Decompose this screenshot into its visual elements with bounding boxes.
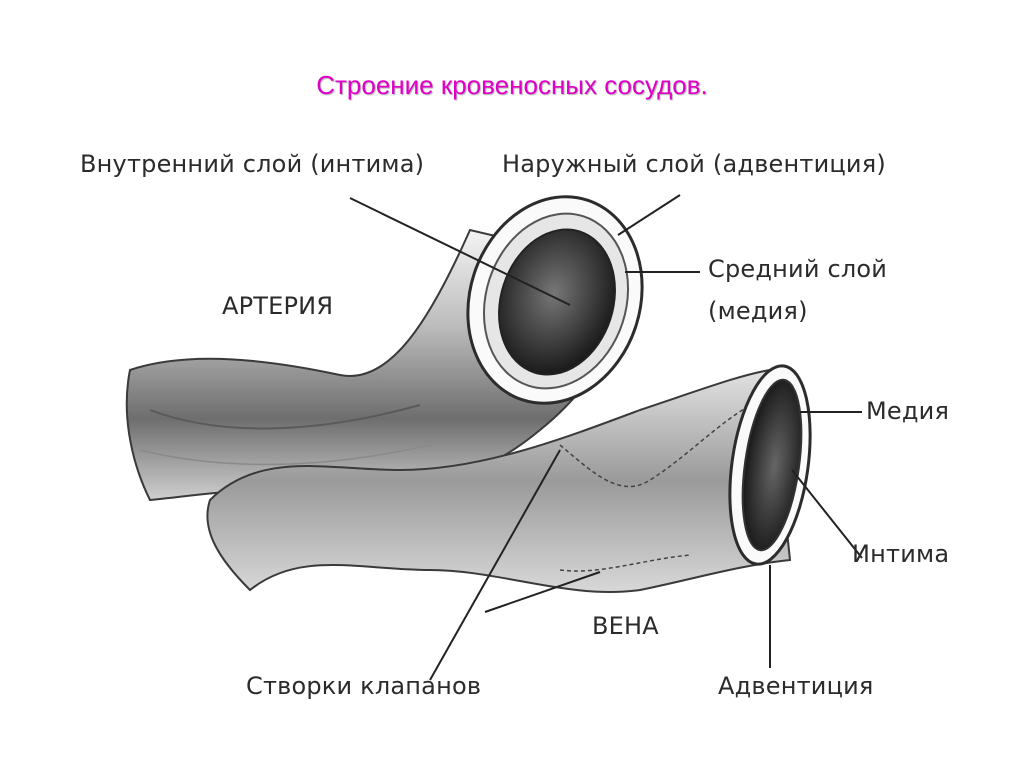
- label-vein: ВЕНА: [592, 612, 659, 640]
- label-media-middle-2: (медия): [708, 297, 808, 325]
- label-artery: АРТЕРИЯ: [222, 292, 334, 320]
- label-media: Медия: [866, 397, 950, 425]
- vein-lumen: [741, 378, 803, 552]
- label-intima: Интима: [852, 540, 950, 568]
- label-adventitia: Адвентиция: [718, 672, 874, 700]
- label-media-middle-1: Средний слой: [708, 255, 888, 283]
- label-adventitia-outer: Наружный слой (адвентиция): [502, 150, 886, 178]
- vein-body: [206, 368, 792, 594]
- label-valve-cusps: Створки клапанов: [246, 672, 482, 700]
- artery-lumen: [498, 228, 616, 376]
- leader-lines: [349, 194, 863, 681]
- label-intima-inner: Внутренний слой (интима): [80, 150, 425, 178]
- slide-title: Строение кровеносных сосудов.: [316, 70, 708, 100]
